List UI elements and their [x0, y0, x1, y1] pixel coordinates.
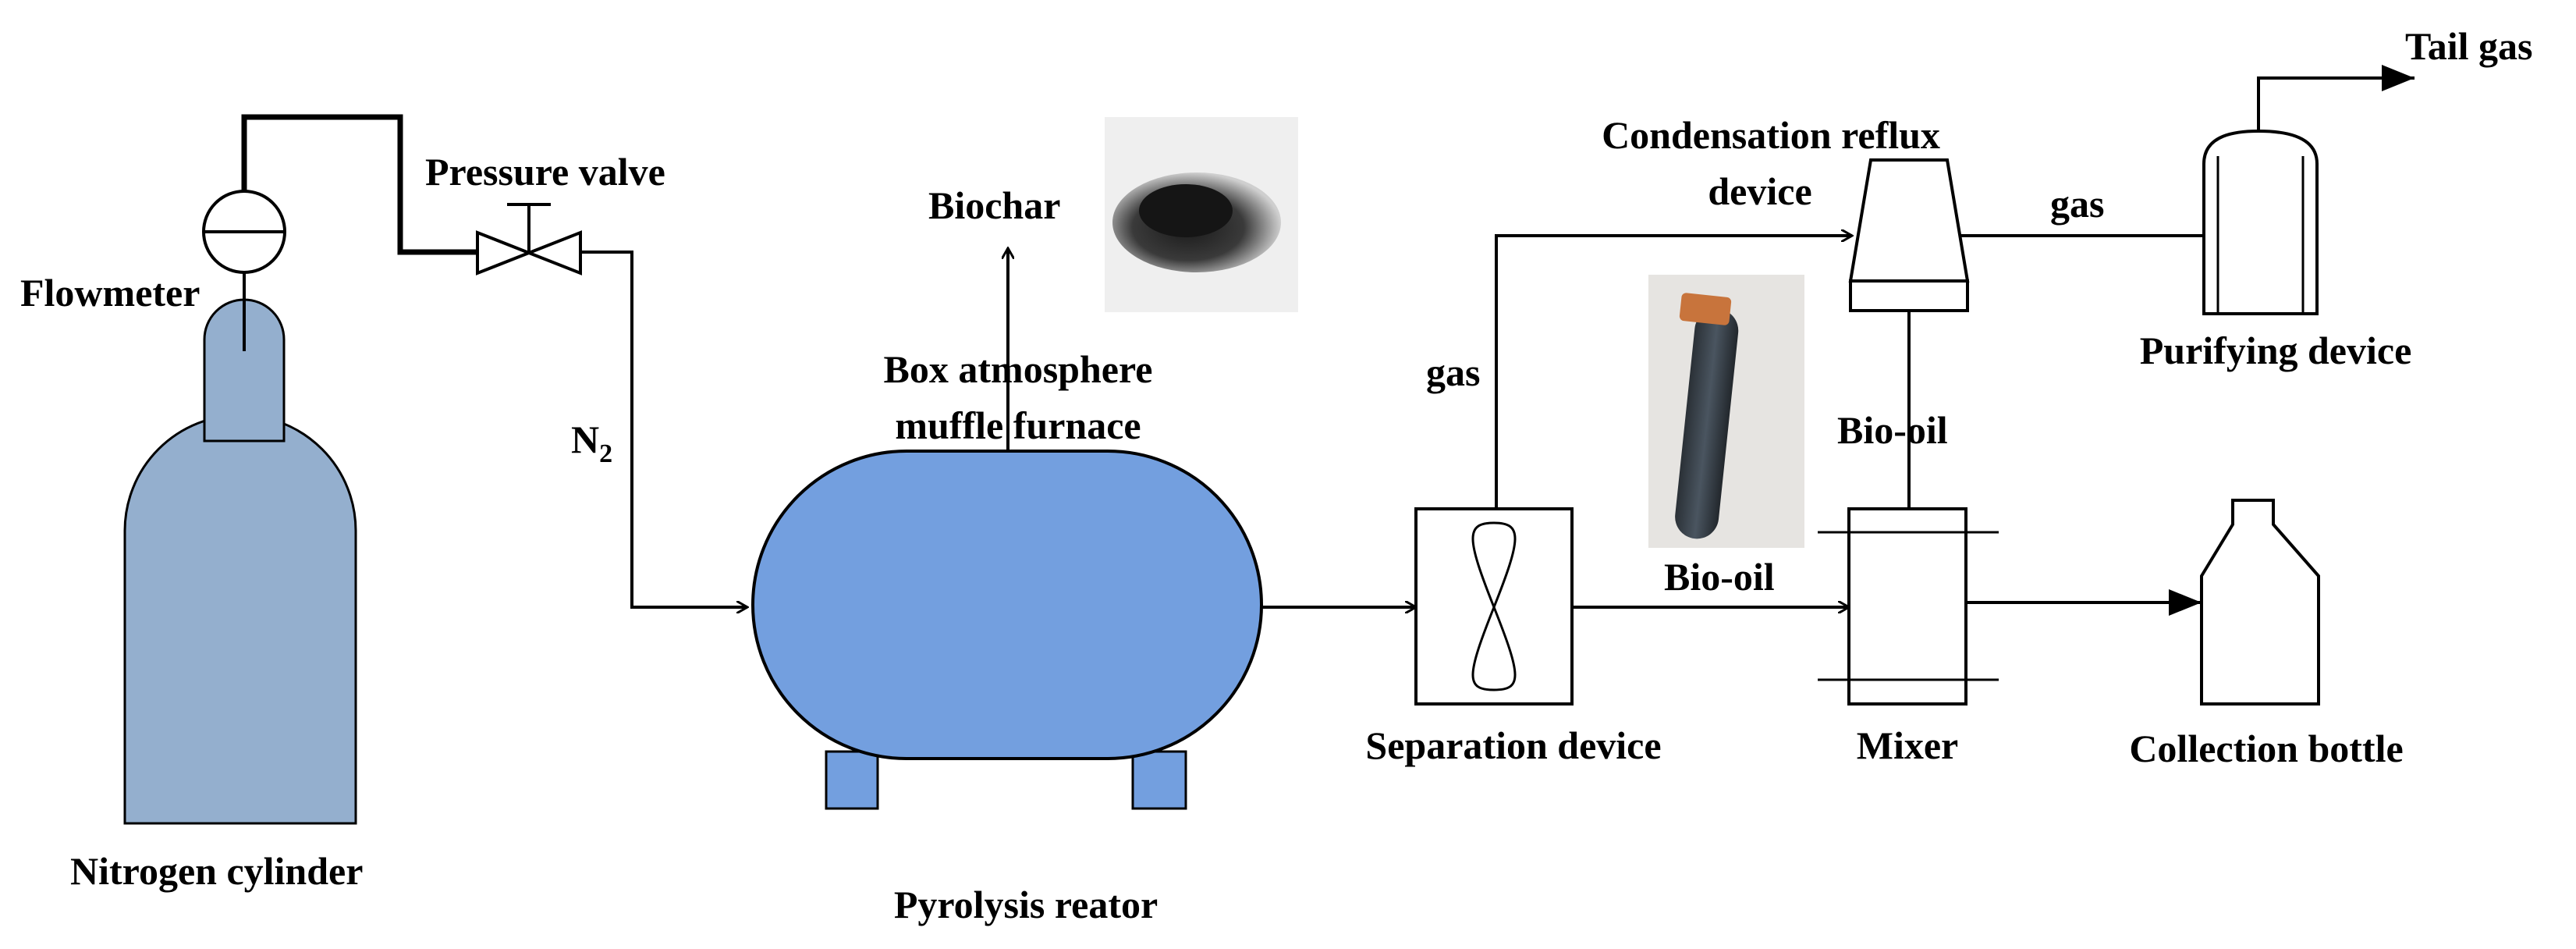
mixer-label: Mixer — [1857, 723, 1958, 767]
pressure-valve-label: Pressure valve — [425, 150, 665, 194]
bio-oil-upper-label: Bio-oil — [1837, 408, 1948, 452]
tail-gas-label: Tail gas — [2405, 24, 2533, 68]
bio-oil-tube-photo — [1648, 275, 1804, 548]
purifying-device-label: Purifying device — [2140, 329, 2412, 372]
collection-bottle — [2200, 499, 2320, 706]
condensation-label-line1: Condensation reflux — [1602, 113, 1940, 157]
separation-device — [1414, 507, 1574, 706]
n2-line — [580, 251, 747, 607]
separation-device-label: Separation device — [1365, 723, 1661, 767]
bio-oil-lower-label: Bio-oil — [1664, 555, 1775, 599]
condensation-label-line2: device — [1708, 169, 1811, 213]
flowmeter-icon — [202, 190, 286, 274]
reactor-leg-left — [825, 750, 879, 810]
separator-gas-line — [1495, 236, 1852, 509]
pyrolysis-reactor — [751, 450, 1263, 810]
n2-label: N2 — [571, 418, 612, 468]
biochar-photo — [1105, 117, 1298, 312]
furnace-label-line1: Box atmosphere — [884, 347, 1153, 391]
reactor-body — [751, 450, 1263, 760]
pressure-valve-icon — [476, 203, 582, 275]
tail-gas-arrow — [2257, 65, 2415, 131]
reactor-leg-right — [1131, 750, 1187, 810]
separator-gas-label: gas — [1426, 350, 1480, 394]
pyrolysis-reactor-label: Pyrolysis reator — [894, 883, 1158, 926]
n2-subscript: 2 — [599, 439, 612, 468]
nitrogen-cylinder — [123, 298, 357, 825]
purifying-device — [2202, 129, 2319, 315]
biochar-label: Biochar — [928, 183, 1060, 227]
flowmeter-to-valve-pipe — [241, 114, 477, 255]
condensation-gas-label: gas — [2050, 182, 2104, 226]
mixer — [1818, 507, 1999, 706]
cylinder-body — [123, 414, 357, 825]
collection-bottle-label: Collection bottle — [2129, 727, 2403, 770]
flowmeter-label: Flowmeter — [20, 271, 200, 315]
nitrogen-cylinder-label: Nitrogen cylinder — [70, 849, 363, 893]
condensation-reflux-device — [1848, 158, 1970, 312]
furnace-label-line2: muffle furnace — [895, 403, 1141, 447]
cylinder-neck — [203, 298, 286, 443]
n2-symbol: N — [571, 418, 599, 461]
